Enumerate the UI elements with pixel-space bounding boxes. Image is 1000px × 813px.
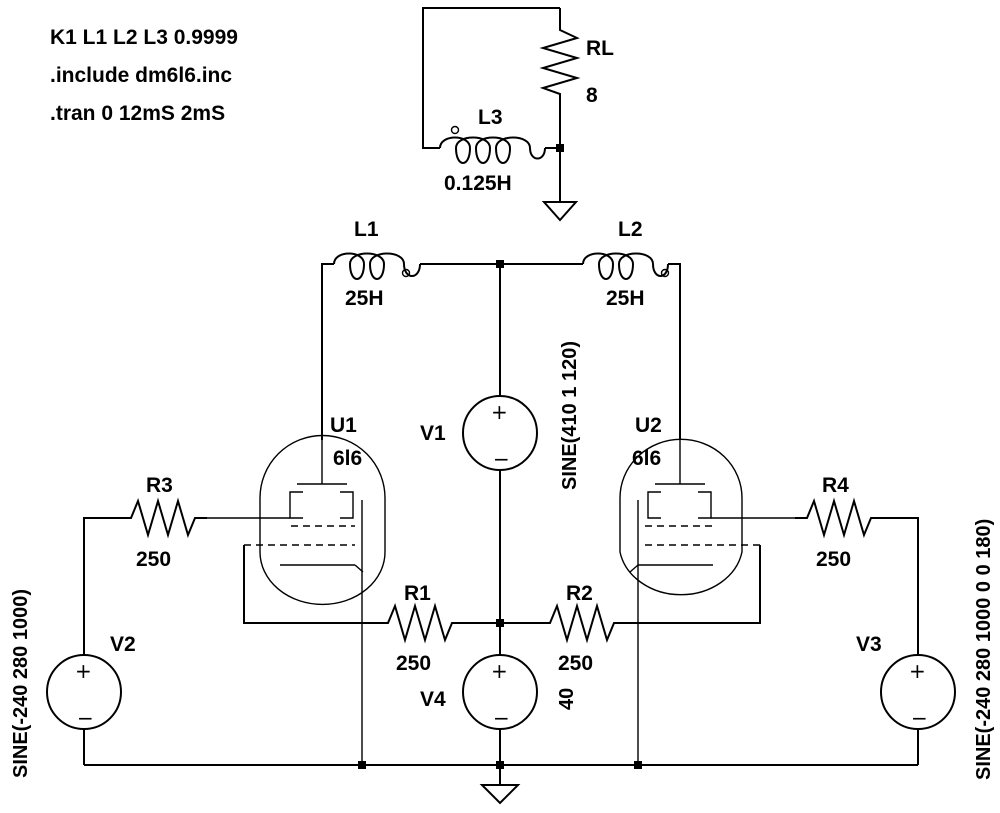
v2-value: SINE(-240 280 1000)	[10, 589, 32, 778]
l3-name: L3	[478, 106, 503, 129]
resistor-r4[interactable]: R4 250	[795, 474, 879, 571]
voltage-source-v1[interactable]: + − V1 SINE(410 1 120)	[420, 341, 581, 490]
v2-minus: −	[77, 706, 94, 730]
ground-rail	[84, 729, 918, 785]
u2-model: 6l6	[632, 447, 661, 470]
l1-value: 25H	[345, 287, 384, 310]
l1-name: L1	[354, 218, 379, 241]
l3-value: 0.125H	[444, 172, 512, 195]
v1-plus: +	[491, 400, 508, 424]
junction-dot	[496, 260, 504, 268]
v4-plus: +	[491, 659, 508, 683]
resistor-r2[interactable]: R2 250	[540, 582, 624, 675]
voltage-source-v3[interactable]: + − V3 SINE(-240 280 1000 0 0 180)	[856, 519, 995, 780]
right-input-wires	[879, 517, 919, 765]
v1-name: V1	[420, 422, 446, 445]
r1-name: R1	[404, 582, 431, 605]
r2-value: 250	[558, 652, 593, 675]
tube-u2[interactable]: U2 6l6	[619, 414, 795, 765]
junction-dot	[496, 619, 504, 627]
v2-plus: +	[75, 659, 92, 683]
inductor-l3[interactable]: L3 0.125H	[439, 106, 546, 195]
v4-minus: −	[493, 706, 510, 730]
v4-name: V4	[420, 688, 446, 711]
spice-directives: K1 L1 L2 L3 0.9999 .include dm6l6.inc .t…	[50, 26, 238, 125]
l1-phase-dot	[401, 268, 411, 278]
junction-dot	[496, 761, 504, 769]
ground-symbol	[479, 784, 521, 805]
l2-name: L2	[618, 218, 643, 241]
v1-minus: −	[493, 447, 510, 471]
inductor-l2[interactable]: L2 25H	[582, 218, 670, 310]
rl-name: RL	[586, 37, 614, 60]
u2-envelope	[619, 438, 743, 596]
r1-value: 250	[396, 652, 431, 675]
tube-u1[interactable]: U1 6l6	[207, 414, 386, 765]
r4-value: 250	[816, 548, 851, 571]
u1-envelope	[259, 434, 386, 606]
voltage-source-v2[interactable]: + − V2 SINE(-240 280 1000)	[10, 589, 136, 778]
r2-name: R2	[566, 582, 593, 605]
v3-minus: −	[911, 706, 928, 730]
voltage-source-v4[interactable]: + − V4 40	[420, 654, 578, 730]
v3-value: SINE(-240 280 1000 0 0 180)	[973, 519, 995, 780]
left-input-wires	[83, 517, 123, 765]
resistor-r1[interactable]: R1 250	[378, 582, 462, 675]
include-directive: .include dm6l6.inc	[50, 64, 232, 87]
v1-value: SINE(410 1 120)	[559, 341, 581, 490]
r3-value: 250	[136, 548, 171, 571]
r3-name: R3	[146, 474, 173, 497]
v3-name: V3	[856, 633, 882, 656]
coupling-directive: K1 L1 L2 L3 0.9999	[50, 26, 238, 49]
junction-dot	[634, 761, 642, 769]
u1-model: 6l6	[333, 447, 362, 470]
r4-name: R4	[822, 474, 849, 497]
bias-wires	[243, 545, 761, 624]
v4-value: 40	[556, 688, 578, 710]
u1-name: U1	[330, 414, 357, 437]
l2-phase-dot	[660, 268, 670, 278]
l2-value: 25H	[606, 287, 645, 310]
resistor-rl[interactable]: RL 8	[539, 22, 614, 107]
inductor-l1[interactable]: L1 25H	[333, 218, 421, 310]
l3-phase-dot	[450, 125, 460, 135]
v3-plus: +	[909, 659, 926, 683]
junction-dot	[556, 144, 564, 152]
rl-value: 8	[586, 84, 598, 107]
v2-name: V2	[110, 633, 136, 656]
junction-dot	[358, 761, 366, 769]
u2-name: U2	[635, 414, 662, 437]
ground-symbol	[541, 201, 579, 222]
tran-directive: .tran 0 12mS 2mS	[50, 102, 225, 125]
resistor-r3[interactable]: R3 250	[123, 474, 207, 571]
